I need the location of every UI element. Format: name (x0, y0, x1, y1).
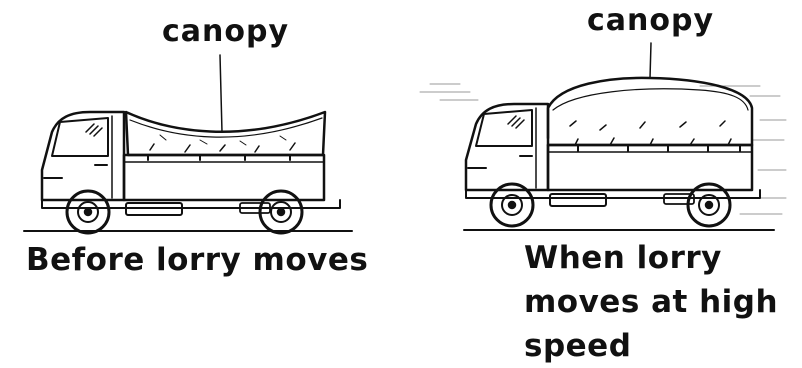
canopy-label-left: canopy (162, 14, 289, 49)
caption-high-speed-line-3: speed (524, 324, 778, 368)
caption-high-speed-line-2: moves at high (524, 280, 778, 324)
canopy-left (126, 112, 325, 155)
wheel-rear-left (260, 191, 302, 233)
lorry-left (24, 55, 352, 233)
caption-before-moving: Before lorry moves (26, 242, 368, 278)
caption-high-speed-line-1: When lorry (524, 236, 778, 280)
wheel-front-left (67, 191, 109, 233)
canopy-label-right: canopy (587, 3, 714, 38)
caption-high-speed: When lorry moves at high speed (524, 236, 778, 368)
canopy-right (548, 78, 752, 145)
canopy-pointer-right (650, 43, 651, 78)
lorry-right (420, 43, 786, 230)
canopy-pointer-left (220, 55, 222, 132)
